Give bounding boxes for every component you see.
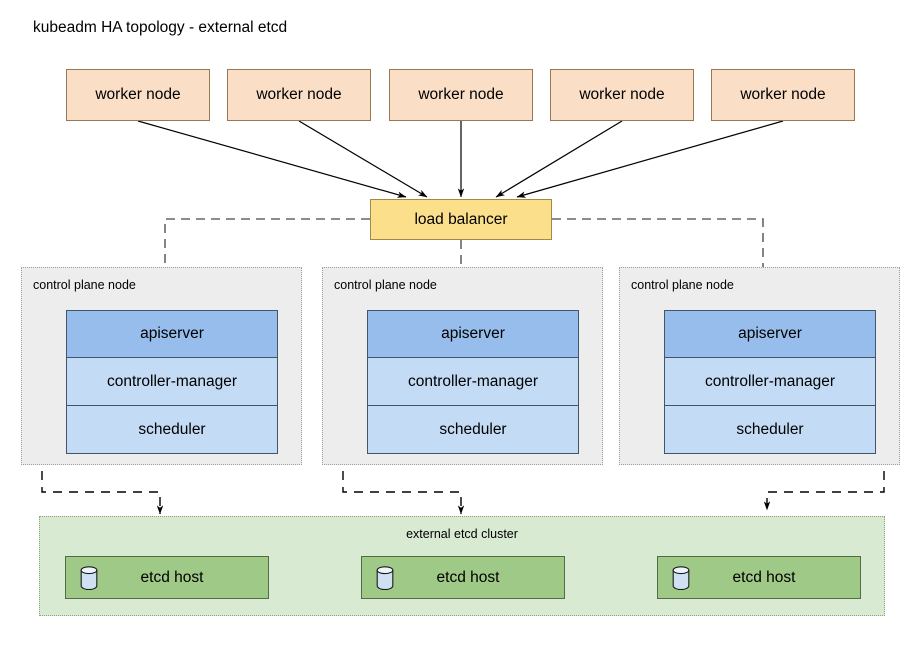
scheduler-component[interactable]: scheduler <box>66 406 278 454</box>
load-balancer-label: load balancer <box>414 210 508 228</box>
worker-node-label: worker node <box>256 86 342 103</box>
load-balancer-node[interactable]: load balancer <box>370 199 552 240</box>
scheduler-label: scheduler <box>736 420 804 438</box>
control-plane-node-label: control plane node <box>33 278 136 292</box>
worker-node-2[interactable]: worker node <box>227 69 371 121</box>
worker-node-label: worker node <box>579 86 665 103</box>
apiserver-label: apiserver <box>441 325 505 342</box>
controller-manager-component[interactable]: controller-manager <box>66 358 278 406</box>
database-cylinder-icon <box>672 565 690 590</box>
control-plane-node-label: control plane node <box>334 278 437 292</box>
apiserver-component[interactable]: apiserver <box>367 310 579 358</box>
etcd-host-label: etcd host <box>140 568 204 586</box>
apiserver-label: apiserver <box>140 325 204 342</box>
worker-node-4[interactable]: worker node <box>550 69 694 121</box>
control-plane-component-stack: apiserver controller-manager scheduler <box>664 310 876 454</box>
connector-worker-1-lb <box>137 120 407 198</box>
etcd-host-label: etcd host <box>732 568 796 586</box>
control-plane-node-label: control plane node <box>631 278 734 292</box>
apiserver-component[interactable]: apiserver <box>66 310 278 358</box>
database-cylinder-icon <box>80 565 98 590</box>
worker-node-1[interactable]: worker node <box>66 69 210 121</box>
etcd-host-label: etcd host <box>436 568 500 586</box>
etcd-host-3[interactable]: etcd host <box>657 556 861 599</box>
worker-node-label: worker node <box>95 86 181 103</box>
controller-manager-label: controller-manager <box>106 372 238 390</box>
controller-manager-component[interactable]: controller-manager <box>664 358 876 406</box>
etcd-host-2[interactable]: etcd host <box>361 556 565 599</box>
connector-worker-2-lb <box>298 120 428 198</box>
controller-manager-component[interactable]: controller-manager <box>367 358 579 406</box>
control-plane-node-3[interactable]: control plane node apiserver controller-… <box>619 267 900 465</box>
controller-manager-label: controller-manager <box>704 372 836 390</box>
control-plane-node-1[interactable]: control plane node apiserver controller-… <box>21 267 302 465</box>
control-plane-node-2[interactable]: control plane node apiserver controller-… <box>322 267 603 465</box>
database-cylinder-icon <box>376 565 394 590</box>
connector-worker-5-lb <box>516 120 784 198</box>
scheduler-component[interactable]: scheduler <box>664 406 876 454</box>
etcd-cluster-label: external etcd cluster <box>406 527 518 541</box>
worker-node-label: worker node <box>418 86 504 103</box>
page-title: kubeadm HA topology - external etcd <box>33 19 288 36</box>
apiserver-component[interactable]: apiserver <box>664 310 876 358</box>
controller-manager-label: controller-manager <box>407 372 539 390</box>
etcd-host-1[interactable]: etcd host <box>65 556 269 599</box>
control-plane-component-stack: apiserver controller-manager scheduler <box>66 310 278 454</box>
external-etcd-cluster[interactable]: external etcd cluster etcd host etcd hos… <box>39 516 885 616</box>
control-plane-component-stack: apiserver controller-manager scheduler <box>367 310 579 454</box>
worker-node-5[interactable]: worker node <box>711 69 855 121</box>
apiserver-label: apiserver <box>738 325 802 342</box>
scheduler-label: scheduler <box>138 420 206 438</box>
worker-node-3[interactable]: worker node <box>389 69 533 121</box>
worker-node-label: worker node <box>740 86 826 103</box>
scheduler-component[interactable]: scheduler <box>367 406 579 454</box>
connector-worker-4-lb <box>495 120 623 198</box>
worker-to-lb-connectors <box>137 120 784 198</box>
scheduler-label: scheduler <box>439 420 507 438</box>
